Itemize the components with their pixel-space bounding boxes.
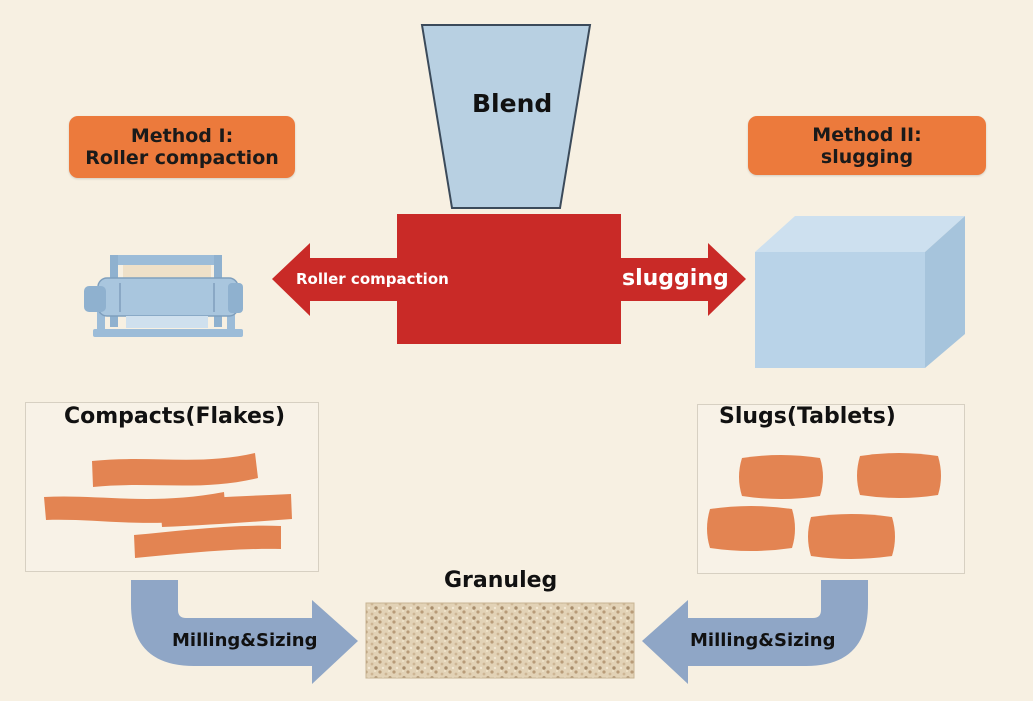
tablet (707, 506, 795, 551)
tablet (808, 514, 895, 559)
flake (160, 494, 292, 527)
method-two-label: Method II: slugging (748, 116, 986, 175)
slugging-arrow-label: slugging (622, 266, 729, 291)
method-two-line1: Method II: (812, 123, 922, 146)
method-one-label: Method I: Roller compaction (69, 116, 295, 178)
right-milling-label: Milling&Sizing (690, 630, 836, 651)
left-milling-label: Milling&Sizing (172, 630, 318, 651)
slugs-panel (697, 404, 965, 574)
compacts-title: Compacts(Flakes) (64, 404, 286, 429)
granules-block (365, 602, 635, 679)
compact-flakes (44, 453, 292, 558)
flake (134, 525, 281, 558)
slug-tablets (707, 453, 941, 559)
right-milling-arrow (642, 580, 868, 684)
slugging-arrow (618, 243, 746, 316)
blend-label: Blend (472, 89, 553, 118)
method-one-line2: Roller compaction (85, 147, 279, 169)
compacts-panel (25, 402, 319, 572)
press-block (397, 214, 621, 344)
method-one-line1: Method I: (130, 125, 234, 147)
tablet (857, 453, 941, 498)
left-milling-arrow (131, 580, 358, 684)
roller-compaction-arrow (272, 243, 400, 316)
roller-compaction-arrow-label: Roller compaction (296, 270, 449, 288)
slugs-title: Slugs(Tablets) (719, 404, 896, 429)
method-two-line2: slugging (820, 145, 914, 168)
flake (92, 453, 258, 487)
tablet (739, 455, 823, 499)
granules-label: Granuleg (444, 568, 558, 593)
slug-cube-icon (755, 216, 965, 368)
roller-compactor-icon (84, 255, 243, 337)
blend-hopper (420, 24, 592, 209)
